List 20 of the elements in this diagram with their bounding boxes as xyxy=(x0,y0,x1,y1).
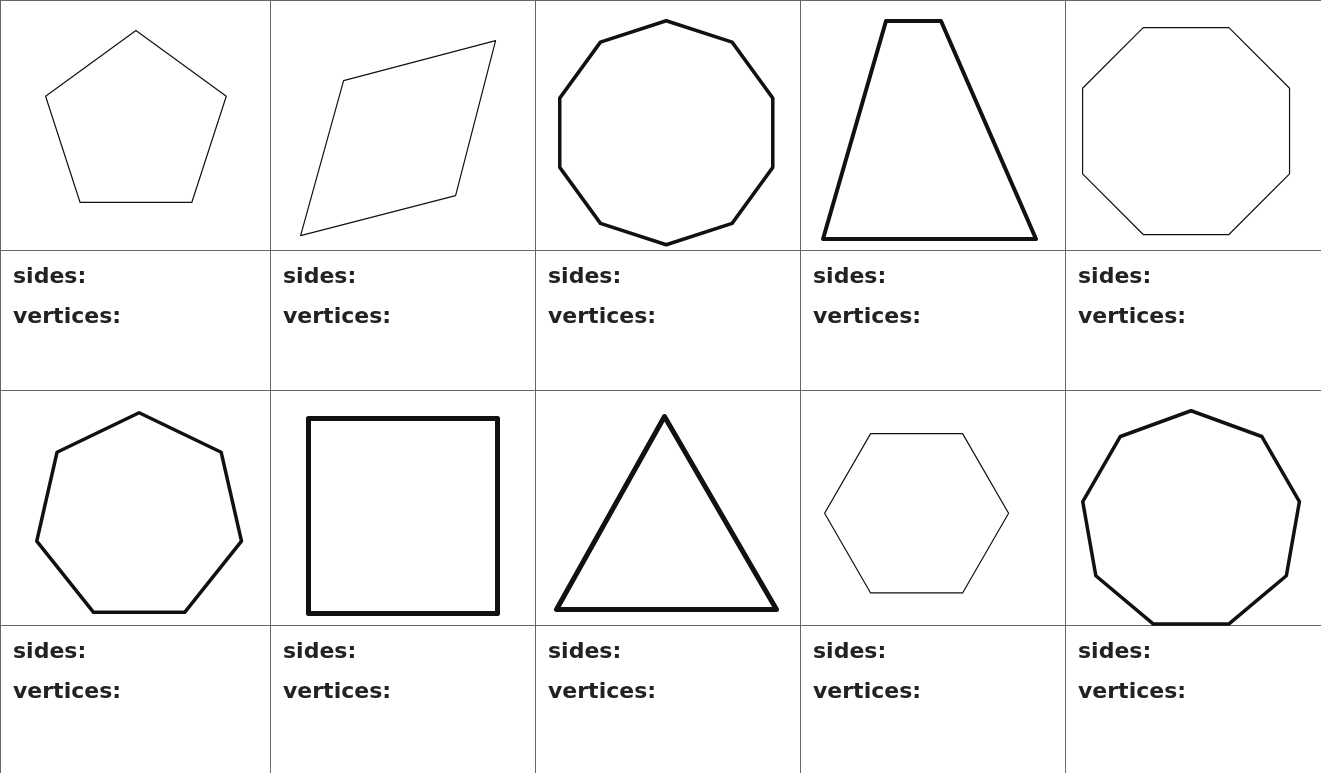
sides-label: sides: xyxy=(13,262,87,290)
vertices-label: vertices: xyxy=(13,302,122,330)
sides-label: sides: xyxy=(813,637,887,665)
vertices-label: vertices: xyxy=(548,677,657,705)
vertices-label: vertices: xyxy=(13,677,122,705)
vertices-label: vertices: xyxy=(283,677,392,705)
vertices-label: vertices: xyxy=(813,302,922,330)
sides-label: sides: xyxy=(1078,637,1152,665)
sides-label: sides: xyxy=(13,637,87,665)
sides-label: sides: xyxy=(283,637,357,665)
vertices-label: vertices: xyxy=(813,677,922,705)
sides-label: sides: xyxy=(548,637,622,665)
vertices-label: vertices: xyxy=(1078,302,1187,330)
vertices-label: vertices: xyxy=(283,302,392,330)
sides-label: sides: xyxy=(283,262,357,290)
sides-label: sides: xyxy=(813,262,887,290)
sides-label: sides: xyxy=(1078,262,1152,290)
vertices-label: vertices: xyxy=(548,302,657,330)
sides-label: sides: xyxy=(548,262,622,290)
vertices-label: vertices: xyxy=(1078,677,1187,705)
